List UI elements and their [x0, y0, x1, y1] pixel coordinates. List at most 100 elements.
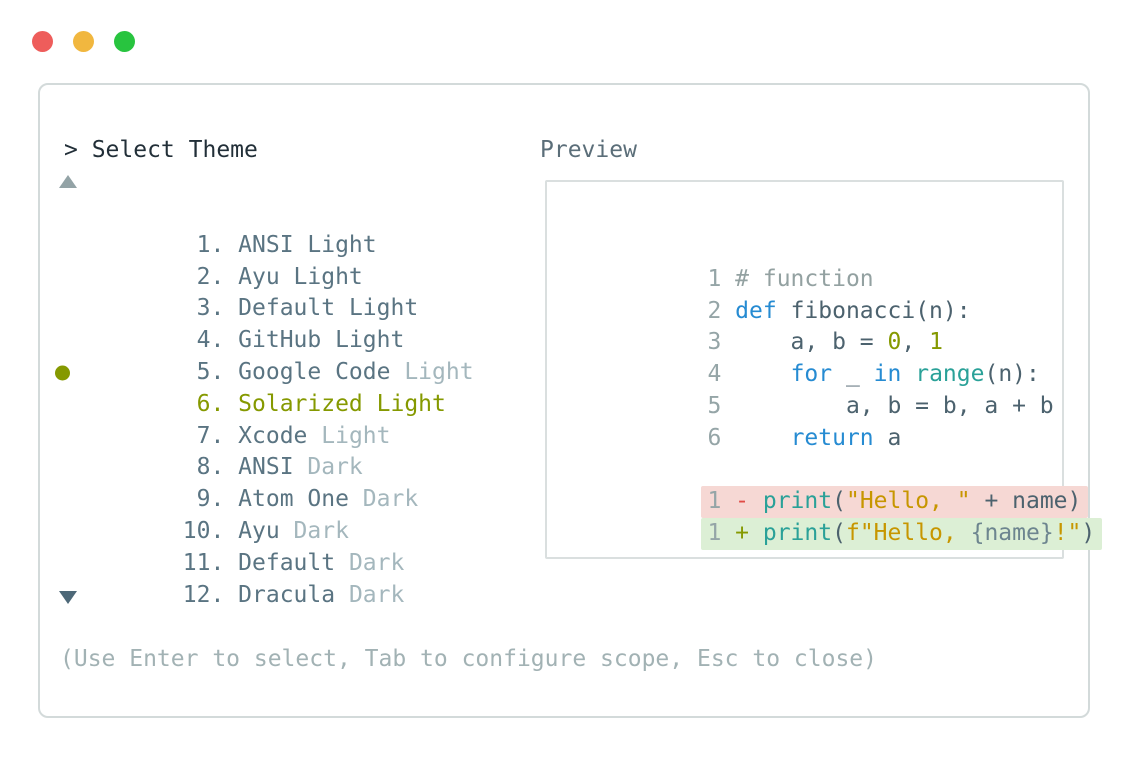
theme-list-item[interactable]: 10. Ayu Dark — [72, 484, 474, 544]
token-text: (n): — [984, 361, 1040, 388]
theme-variant: Light — [307, 231, 377, 258]
theme-number: 7. — [196, 422, 225, 449]
theme-variant: Light — [376, 390, 446, 417]
token-string: !" — [1053, 520, 1082, 547]
theme-number: 8. — [196, 454, 225, 481]
token-text: ) — [1067, 488, 1082, 515]
code-line: 6 return a — [569, 391, 1102, 451]
token-variable: {name} — [970, 520, 1054, 547]
token-text: ( — [832, 488, 846, 515]
code-line: 5 a, b = b, a + b — [569, 359, 1102, 419]
token-text — [735, 361, 790, 387]
token-text: ) — [1081, 520, 1096, 547]
maximize-button[interactable] — [114, 31, 135, 52]
token-text: _ — [832, 361, 874, 388]
theme-number: 1. — [196, 231, 225, 258]
token-text — [735, 425, 790, 451]
theme-list-item[interactable]: 2. Ayu Light — [72, 230, 474, 290]
theme-name: GitHub — [238, 327, 322, 354]
theme-variant: Light — [321, 422, 391, 449]
theme-variant: Light — [404, 358, 474, 385]
theme-name: Ayu — [238, 263, 280, 290]
theme-name: ANSI — [238, 231, 294, 258]
token-builtin: print — [762, 488, 833, 515]
theme-list-item[interactable]: 5. Google Code Light — [72, 325, 474, 385]
line-number: 1 — [707, 488, 722, 515]
theme-variant: Dark — [362, 486, 419, 513]
theme-number: 10. — [182, 517, 225, 544]
theme-name: Xcode — [238, 422, 308, 449]
preview-heading: Preview — [540, 137, 637, 163]
keyboard-hints: (Use Enter to select, Tab to configure s… — [60, 646, 877, 672]
theme-number: 11. — [182, 549, 225, 576]
window-controls — [32, 31, 135, 52]
code-line: 4 for _ in range(n): — [569, 327, 1102, 387]
theme-name: Default — [238, 295, 336, 322]
theme-number: 4. — [196, 327, 225, 354]
token-keyword: for — [790, 361, 833, 388]
token-keyword: return — [790, 424, 874, 451]
line-number: 3 — [707, 329, 722, 356]
line-number: 5 — [707, 392, 722, 419]
theme-variant: Dark — [307, 454, 363, 481]
scroll-down-icon[interactable] — [59, 591, 77, 604]
theme-name: ANSI — [238, 454, 294, 481]
theme-list-item[interactable]: 3. Default Light — [72, 262, 474, 321]
theme-number: 3. — [196, 295, 225, 322]
theme-list-item[interactable]: 9. Atom One Dark — [72, 452, 474, 512]
token-builtin: print — [762, 520, 833, 547]
diff-plus-sign: + — [735, 520, 750, 547]
theme-variant: Dark — [348, 549, 405, 576]
theme-list-item[interactable]: 8. ANSI Dark — [72, 421, 474, 480]
selected-bullet-icon — [55, 365, 70, 381]
token-string: "Hello, " — [845, 488, 971, 515]
scroll-up-icon[interactable] — [59, 175, 77, 188]
theme-number: 9. — [196, 486, 225, 513]
theme-name: Solarized — [238, 390, 363, 417]
theme-number: 12. — [182, 581, 225, 608]
theme-number: 6. — [196, 390, 225, 417]
theme-list-item[interactable]: 4. GitHub Light — [72, 293, 474, 353]
line-number: 4 — [707, 361, 722, 388]
theme-list-item[interactable]: 7. Xcode Light — [72, 389, 474, 449]
token-text: ( — [832, 520, 846, 547]
added-highlight: 1 + print(f"Hello, {name}!") — [701, 518, 1103, 550]
theme-list-item-selected[interactable]: 6. Solarized Light — [55, 357, 474, 417]
diff-line-removed: 1-print("Hello, " + name) — [569, 455, 1102, 519]
token-text: a, b = — [735, 329, 888, 356]
theme-number: 2. — [196, 263, 225, 290]
token-number: 0 — [887, 329, 902, 356]
removed-highlight: 1-print("Hello, " + name) — [701, 486, 1089, 519]
code-line: 3 a, b = 0, 1 — [569, 296, 1102, 355]
token-number: 1 — [929, 329, 943, 356]
token-text: fibonacci(n): — [776, 297, 971, 324]
token-text: a, b = b, a + b — [735, 392, 1054, 419]
token-keyword: in — [873, 361, 902, 388]
theme-number: 5. — [196, 358, 225, 385]
diff-line-added: 1+print(f"Hello, {name}!") — [569, 486, 1103, 550]
diff-minus-sign: - — [735, 488, 750, 515]
theme-name: Google Code — [238, 358, 391, 385]
close-button[interactable] — [32, 31, 53, 52]
theme-list-item[interactable]: 1. ANSI Light — [72, 198, 474, 258]
theme-variant: Light — [348, 295, 419, 322]
minimize-button[interactable] — [73, 31, 94, 52]
theme-name: Ayu — [238, 517, 280, 544]
theme-variant: Dark — [348, 581, 405, 608]
code-line: 1# function — [569, 232, 1102, 292]
line-number: 1 — [707, 520, 722, 547]
token-text: , — [901, 329, 930, 356]
token-string: f"Hello, — [845, 520, 971, 547]
theme-name: Atom One — [238, 486, 349, 513]
token-keyword: def — [735, 297, 777, 324]
token-text: + name — [970, 488, 1068, 515]
theme-variant: Light — [293, 263, 363, 290]
